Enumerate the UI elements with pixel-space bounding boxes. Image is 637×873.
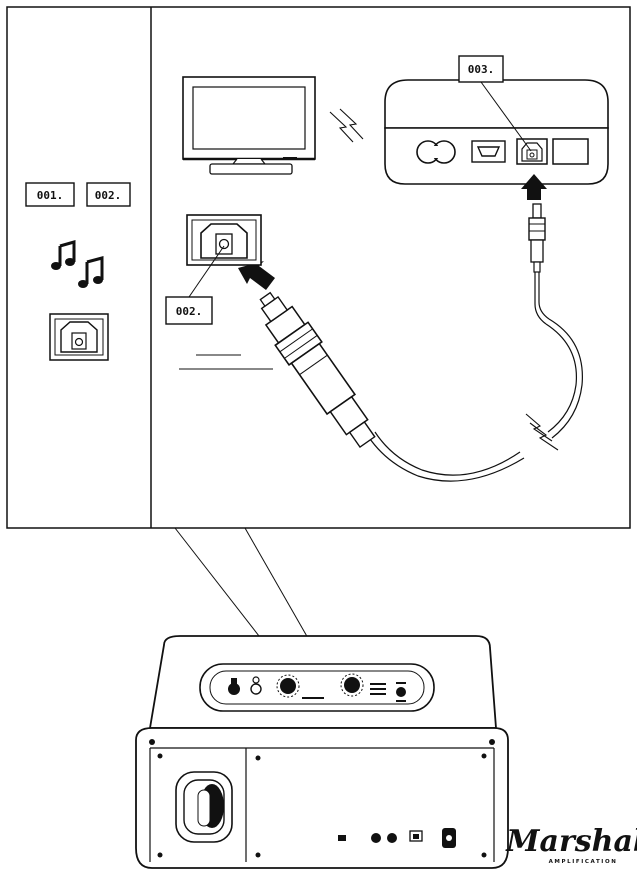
marshall-logo: Marshall AMPLIFICATION [505,824,637,865]
motion-lines [179,354,273,370]
power-port-icon [416,140,456,164]
arrow-diagonal-icon [238,261,275,290]
bass-port [175,771,233,843]
callout-step-2-badge: 002. [165,245,225,325]
music-notes-icon [51,240,104,288]
step-2-badge: 002. [86,182,131,207]
speaker-illustration [135,635,509,869]
step-1-label: 001. [37,189,64,202]
speaker-screws [149,739,495,858]
optical-port-icon [49,313,109,361]
step-1-badge: 001. [25,182,75,207]
step-3-badge: 003. [458,55,532,152]
box-optical-port-icon [516,138,548,165]
step-2-label: 002. [95,189,122,202]
brand-name: Marshall [505,824,637,859]
callout-step-2-label: 002. [176,305,203,318]
arrow-up-icon [521,174,547,200]
rear-ports [338,828,456,848]
media-box-illustration [384,79,609,185]
speaker-optical-port-icon [186,214,262,266]
speaker-controls [228,673,406,702]
box-extra-port [552,138,589,165]
brand-tagline: AMPLIFICATION [549,859,618,865]
signal-zigzag-icon [329,108,364,143]
tv-illustration [182,76,316,175]
optical-plug-large [259,291,376,449]
optical-cable [367,318,583,482]
step-3-label: 003. [468,63,495,76]
optical-plug-top [528,203,550,325]
hdmi-port-icon [471,140,506,163]
